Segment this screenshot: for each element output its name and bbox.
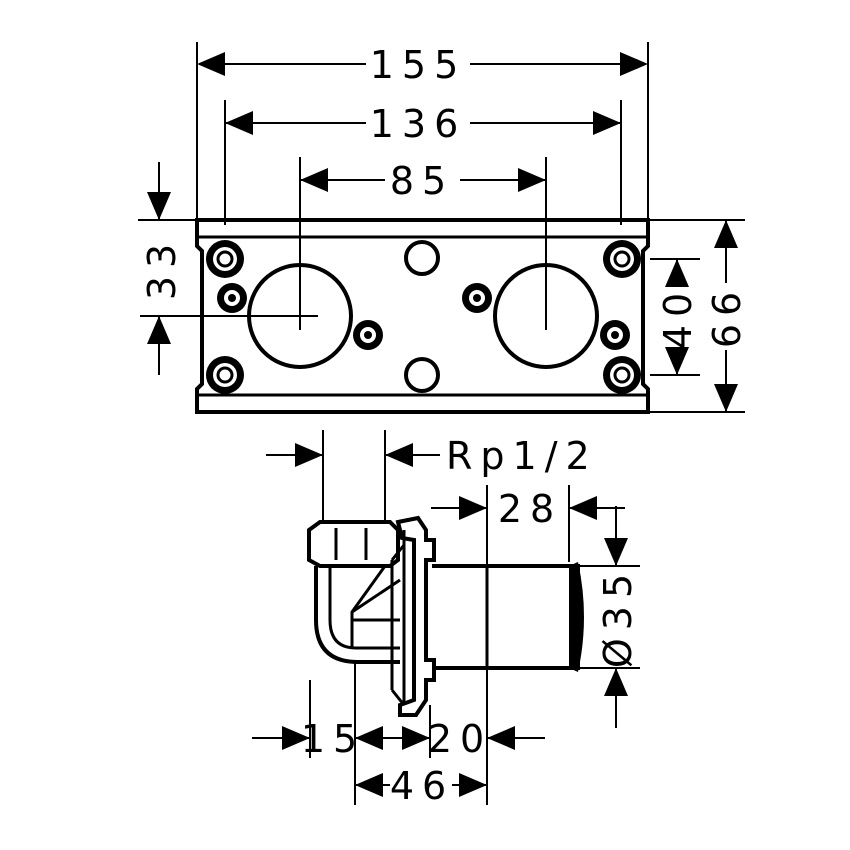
label-46: 46 — [390, 764, 454, 808]
label-66: 66 — [705, 284, 749, 348]
label-33: 33 — [140, 236, 184, 300]
corner-hole-bottom-right — [603, 356, 641, 394]
label-28: 28 — [498, 487, 562, 531]
dimension-40: 40 — [650, 258, 700, 376]
corner-hole-bottom-left — [206, 356, 244, 394]
label-diameter-35: Ø35 — [596, 566, 640, 668]
screw-center-right — [462, 283, 492, 313]
dimension-rp-1-2: Rp1/2 — [266, 430, 598, 522]
label-85: 85 — [390, 159, 454, 203]
dimension-136: 136 — [224, 100, 622, 225]
label-15: 15 — [301, 717, 365, 761]
label-20: 20 — [428, 717, 492, 761]
dimension-28: 28 — [431, 485, 625, 566]
corner-hole-top-left — [206, 240, 244, 278]
dimension-33: 33 — [138, 162, 195, 375]
dimension-66: 66 — [650, 219, 749, 413]
dimension-46: 46 — [355, 764, 487, 808]
label-rp-1-2: Rp1/2 — [446, 434, 598, 478]
valve-body-side-view — [307, 515, 584, 717]
label-155: 155 — [370, 43, 467, 87]
mounting-plate-top-view — [140, 157, 650, 414]
screw-center-left — [353, 320, 383, 350]
dimension-155: 155 — [196, 42, 649, 218]
center-hole-top — [404, 240, 440, 276]
center-hole-bottom — [404, 357, 440, 393]
screw-right — [600, 320, 630, 350]
dimension-85: 85 — [300, 159, 546, 203]
label-136: 136 — [370, 102, 467, 146]
label-40: 40 — [656, 285, 700, 349]
screw-left — [217, 283, 247, 313]
dimension-15-20: 15 20 — [252, 660, 545, 805]
dimension-diameter-35: Ø35 — [580, 506, 640, 728]
corner-hole-top-right — [603, 240, 641, 278]
